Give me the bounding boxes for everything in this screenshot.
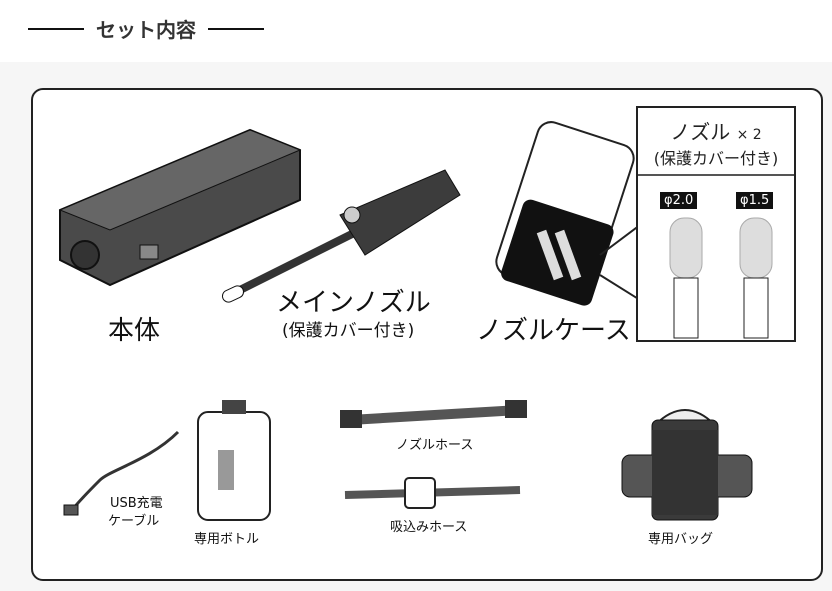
nozzle-sub: (保護カバー付き) (653, 149, 779, 168)
nozzle-size-tag: φ2.0 (660, 192, 698, 209)
nozzle-case-illustration (495, 121, 641, 306)
nozzle-illustrations (669, 217, 773, 339)
label-usb-cable-2: ケーブル (108, 514, 160, 529)
main-body-illustration (58, 128, 302, 287)
usb-cable-illustration (63, 430, 180, 516)
label-body: 本体 (108, 316, 161, 346)
label-nozzle-case: ノズルケース (476, 316, 631, 346)
suction-hose-illustration (344, 477, 521, 509)
nozzle-callout: ノズル × 2 (保護カバー付き) φ2.0 φ1.5 (636, 106, 796, 342)
nozzle-size-tag: φ1.5 (736, 192, 774, 209)
label-usb-cable-1: USB充電 (110, 496, 163, 511)
bag-illustration (621, 409, 753, 521)
label-main-nozzle-sub: (保護カバー付き) (282, 321, 415, 341)
label-bag: 専用バッグ (648, 532, 714, 547)
nozzle-hose-illustration (340, 400, 527, 428)
bottle-illustration (197, 400, 271, 521)
label-main-nozzle: メインノズル (276, 288, 431, 318)
nozzle-count: × 2 (736, 127, 762, 143)
label-bottle: 専用ボトル (194, 532, 260, 547)
section-heading: セット内容 (28, 14, 264, 43)
label-suction-hose: 吸込みホース (390, 520, 468, 535)
main-nozzle-illustration (221, 169, 461, 303)
label-nozzle-hose: ノズルホース (396, 438, 474, 453)
nozzle-title: ノズル (670, 120, 731, 144)
heading-rule-left (28, 27, 84, 30)
page-title: セット内容 (96, 18, 196, 42)
heading-rule-right (208, 27, 264, 30)
